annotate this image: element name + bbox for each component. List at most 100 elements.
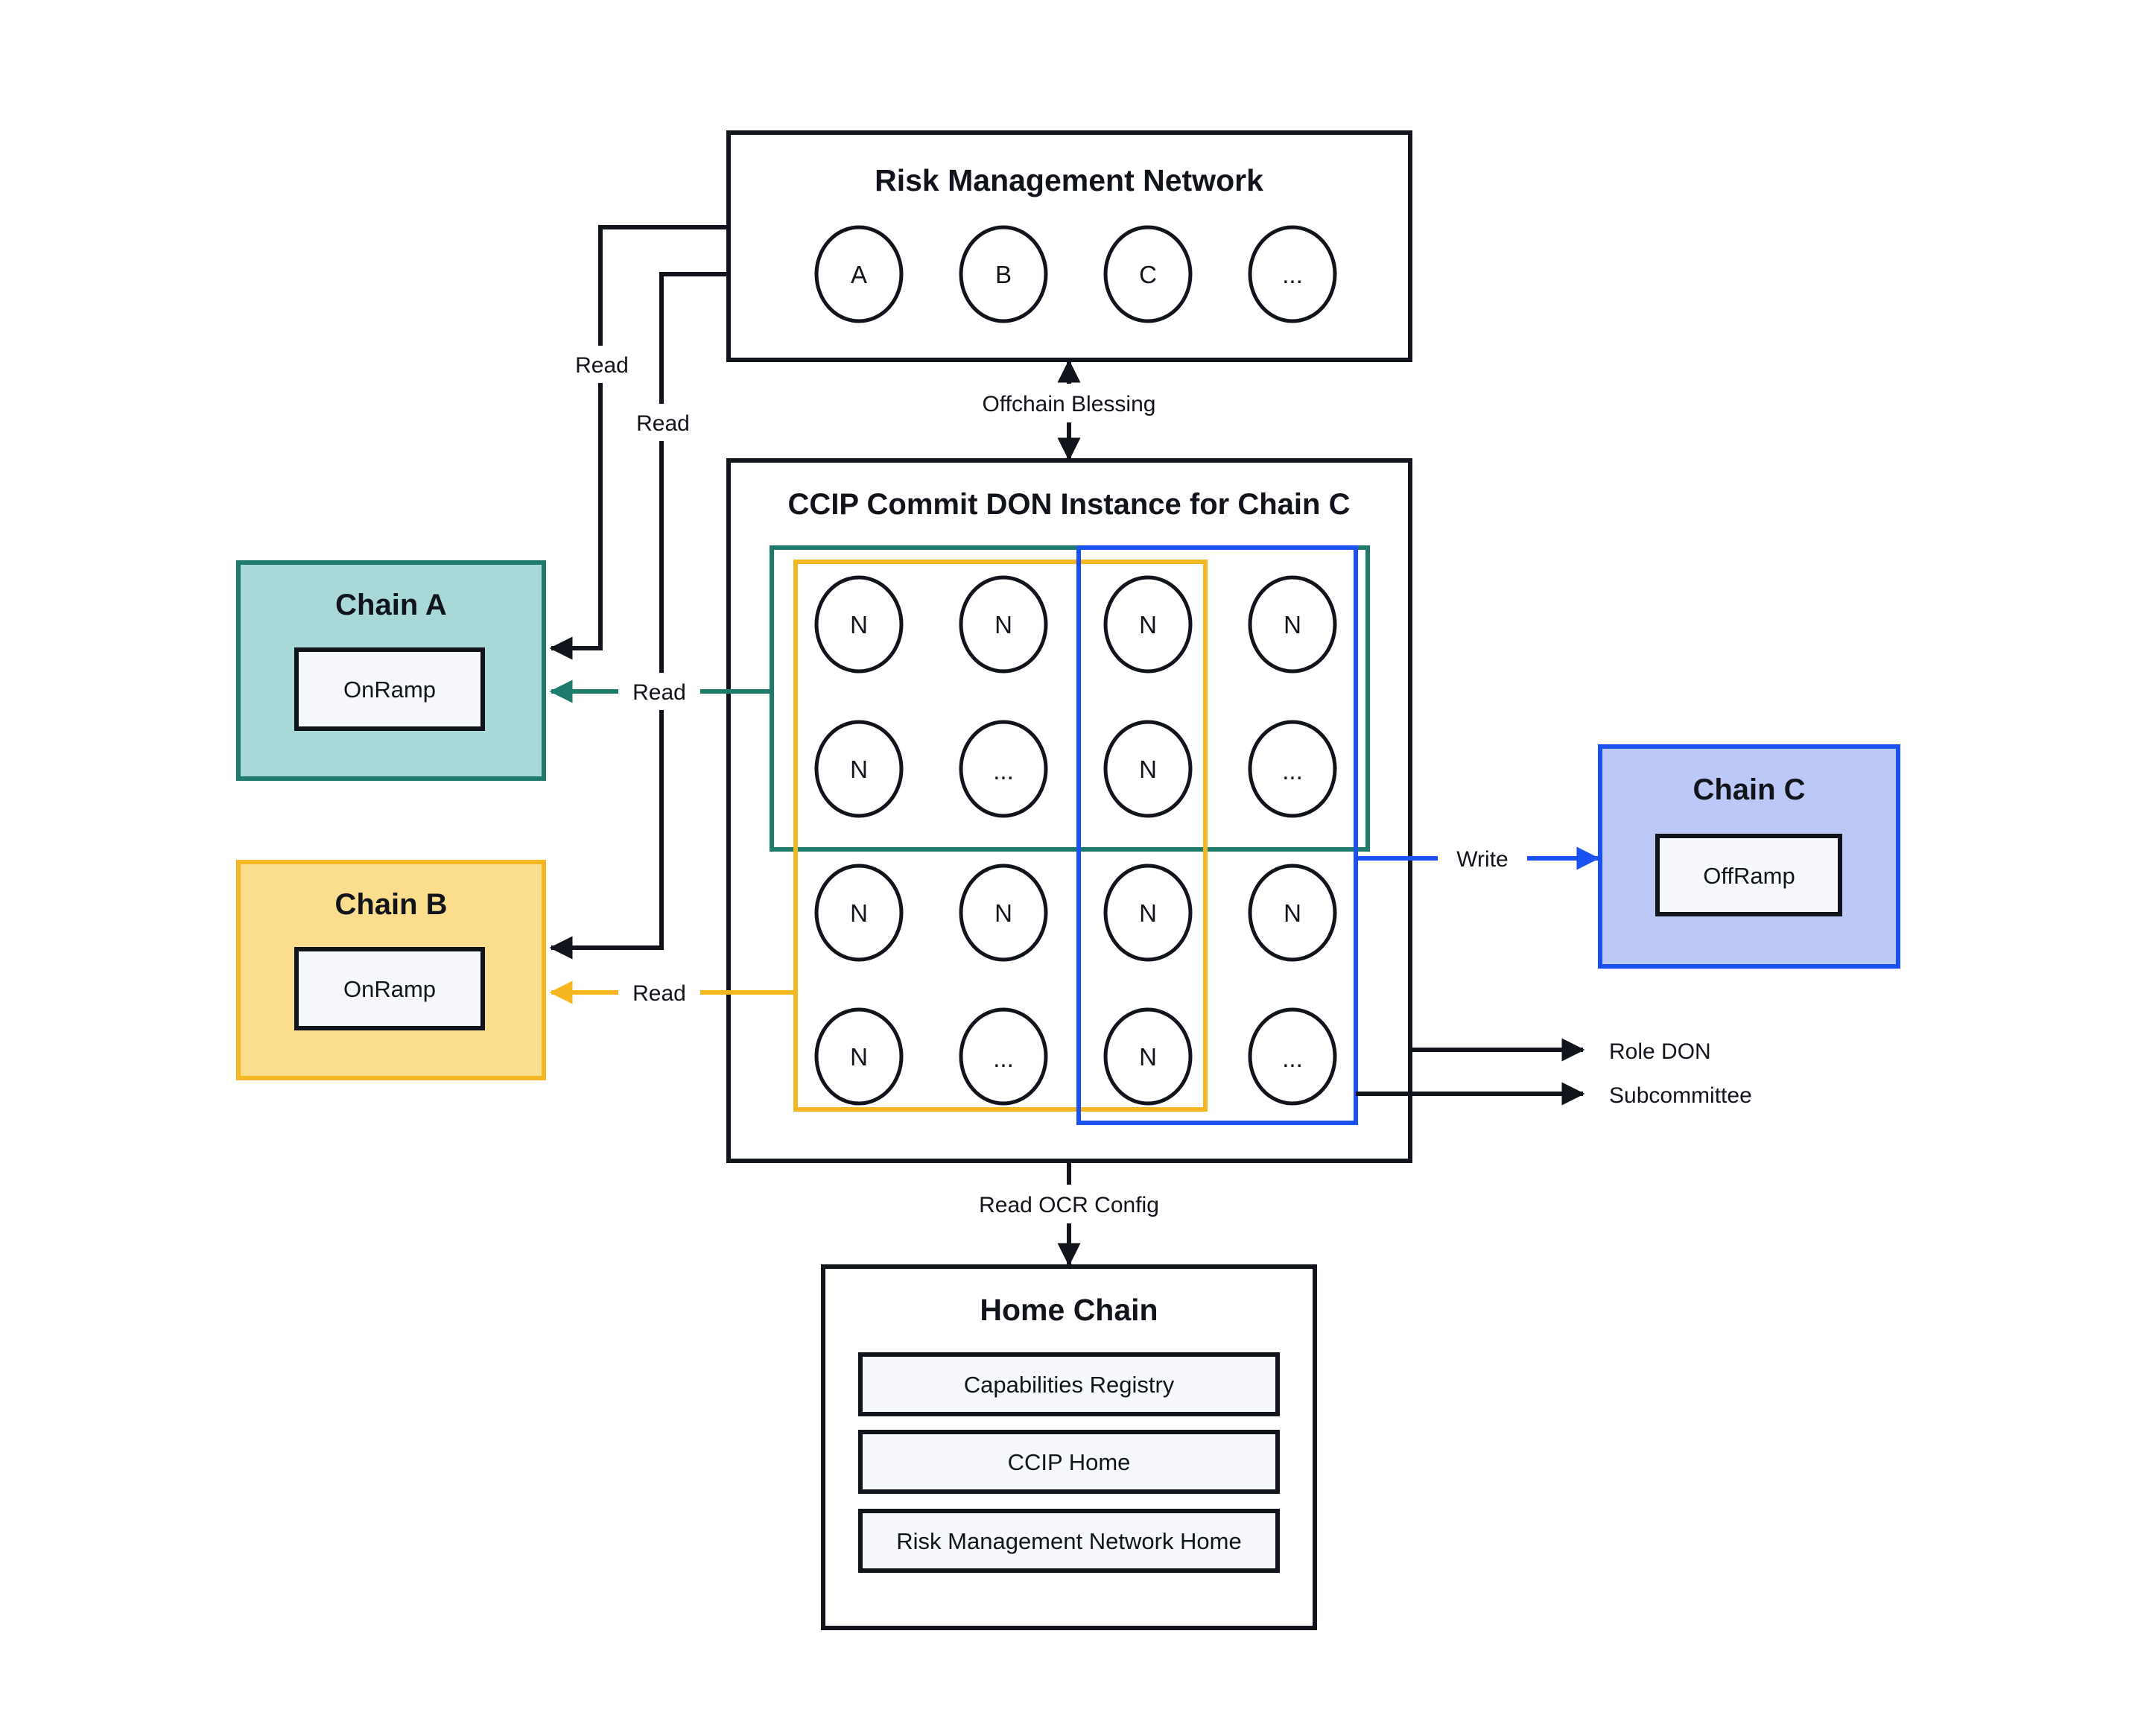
don-write-chain-c-label-bg bbox=[1438, 840, 1527, 877]
don-node-r3c2[interactable]: N bbox=[959, 864, 1048, 962]
don-node-r1c2-label: N bbox=[994, 611, 1012, 639]
capabilities-registry-frame bbox=[858, 1352, 1280, 1416]
chain-c-title: Chain C bbox=[1693, 773, 1805, 806]
don-node-r3c3-circle bbox=[1103, 864, 1193, 962]
commit-don-box[interactable]: CCIP Commit DON Instance for Chain C N N… bbox=[726, 458, 1412, 1163]
don-node-r2c1[interactable]: N bbox=[814, 720, 904, 818]
read-ocr-config-label: Read OCR Config bbox=[979, 1193, 1159, 1217]
don-node-r1c4[interactable]: N bbox=[1248, 575, 1337, 674]
offchain-blessing-label: Offchain Blessing bbox=[983, 392, 1156, 416]
role-don-label: Role DON bbox=[1609, 1039, 1711, 1064]
chain-c-offramp-label: OffRamp bbox=[1703, 863, 1795, 889]
rmn-node-a-label: A bbox=[851, 261, 867, 288]
don-node-r4c3-label: N bbox=[1139, 1043, 1157, 1071]
edge-don-read-chain-b[interactable]: Read bbox=[549, 974, 796, 1011]
rmn-node-b-circle bbox=[959, 225, 1048, 323]
chain-c-box[interactable]: Chain C OffRamp bbox=[1598, 744, 1900, 969]
chain-c-offramp-frame[interactable] bbox=[1655, 834, 1842, 916]
rmn-read-chain-b-path bbox=[549, 272, 729, 960]
edge-don-read-chain-a[interactable]: Read bbox=[549, 673, 772, 710]
rmn-node-more-circle bbox=[1248, 225, 1337, 323]
don-node-r4c2[interactable]: ... bbox=[959, 1007, 1048, 1106]
chain-a-frame bbox=[236, 560, 546, 781]
home-chain-title: Home Chain bbox=[980, 1293, 1158, 1327]
don-node-r2c4-label: ... bbox=[1282, 757, 1303, 785]
rmn-node-c[interactable]: C bbox=[1103, 225, 1193, 323]
don-node-r1c2[interactable]: N bbox=[959, 575, 1048, 674]
don-node-r3c1-circle bbox=[814, 864, 904, 962]
don-node-r1c4-label: N bbox=[1284, 611, 1301, 639]
edge-rmn-read-chain-a[interactable]: Read bbox=[549, 225, 729, 660]
don-node-r4c4-label: ... bbox=[1282, 1045, 1303, 1072]
rmn-node-c-circle bbox=[1103, 225, 1193, 323]
rmn-node-b[interactable]: B bbox=[959, 225, 1048, 323]
edge-subcommittee-legend[interactable]: Subcommittee bbox=[1356, 1082, 1752, 1108]
commit-don-title: CCIP Commit DON Instance for Chain C bbox=[788, 488, 1351, 521]
don-node-r4c4-circle bbox=[1248, 1007, 1337, 1106]
don-node-r2c1-circle bbox=[814, 720, 904, 818]
don-node-r2c3-label: N bbox=[1139, 755, 1157, 783]
don-node-r1c3[interactable]: N bbox=[1103, 575, 1193, 674]
don-node-r4c2-label: ... bbox=[993, 1045, 1014, 1072]
don-node-r2c4-circle bbox=[1248, 720, 1337, 818]
don-node-r1c2-circle bbox=[959, 575, 1048, 674]
blue-subcommittee-group-rect[interactable] bbox=[1076, 545, 1358, 1125]
chain-a-onramp-frame[interactable] bbox=[294, 647, 485, 731]
teal-role-don-group-rect[interactable] bbox=[770, 545, 1370, 852]
don-read-chain-b-label-bg bbox=[618, 974, 700, 1011]
don-node-r1c4-circle bbox=[1248, 575, 1337, 674]
chain-b-onramp-frame[interactable] bbox=[294, 947, 485, 1030]
yellow-role-don-group-rect[interactable] bbox=[793, 560, 1208, 1112]
edge-don-write-chain-c[interactable]: Write bbox=[1356, 840, 1600, 877]
edge-rmn-read-chain-b[interactable]: Read bbox=[549, 272, 729, 960]
edge-offchain-blessing[interactable]: Offchain Blessing bbox=[961, 359, 1181, 461]
don-node-r1c1[interactable]: N bbox=[814, 575, 904, 674]
ccip-home-label: CCIP Home bbox=[1008, 1449, 1131, 1475]
don-node-r3c4[interactable]: N bbox=[1248, 864, 1337, 962]
don-node-r1c1-circle bbox=[814, 575, 904, 674]
don-node-r2c3-circle bbox=[1103, 720, 1193, 818]
chain-b-title: Chain B bbox=[334, 888, 447, 921]
rmn-node-c-label: C bbox=[1139, 261, 1157, 288]
risk-management-network-box[interactable]: Risk Management Network A B C ... bbox=[726, 130, 1412, 362]
don-node-r1c1-label: N bbox=[850, 611, 868, 639]
don-node-r3c2-circle bbox=[959, 864, 1048, 962]
don-node-r4c3[interactable]: N bbox=[1103, 1007, 1193, 1106]
don-read-chain-a-label-bg bbox=[618, 673, 700, 710]
chain-a-box[interactable]: Chain A OnRamp bbox=[236, 560, 546, 781]
don-node-r4c3-circle bbox=[1103, 1007, 1193, 1106]
home-chain-contract-capabilities-registry[interactable]: Capabilities Registry bbox=[858, 1352, 1280, 1416]
don-node-r4c2-circle bbox=[959, 1007, 1048, 1106]
don-node-r2c2-label: ... bbox=[993, 757, 1014, 785]
rmn-home-frame bbox=[858, 1509, 1280, 1573]
chain-a-onramp-label: OnRamp bbox=[343, 677, 436, 703]
chain-b-box[interactable]: Chain B OnRamp bbox=[236, 860, 546, 1080]
don-node-r3c3[interactable]: N bbox=[1103, 864, 1193, 962]
home-chain-contract-ccip-home[interactable]: CCIP Home bbox=[858, 1430, 1280, 1494]
rmn-node-more[interactable]: ... bbox=[1248, 225, 1337, 323]
offchain-blessing-label-bg bbox=[961, 384, 1181, 422]
ccip-home-frame bbox=[858, 1430, 1280, 1494]
don-node-r2c4[interactable]: ... bbox=[1248, 720, 1337, 818]
rmn-node-more-label: ... bbox=[1282, 261, 1303, 288]
rmn-home-label: Risk Management Network Home bbox=[896, 1528, 1241, 1554]
rmn-read-chain-a-label: Read bbox=[575, 353, 629, 378]
don-node-r2c3[interactable]: N bbox=[1103, 720, 1193, 818]
don-node-r3c1[interactable]: N bbox=[814, 864, 904, 962]
home-chain-contract-rmn-home[interactable]: Risk Management Network Home bbox=[858, 1509, 1280, 1573]
edge-read-ocr-config[interactable]: Read OCR Config bbox=[961, 1161, 1181, 1267]
rmn-read-chain-b-label-bg bbox=[626, 404, 700, 441]
rmn-read-chain-a-label-bg bbox=[566, 346, 641, 383]
don-node-r2c2[interactable]: ... bbox=[959, 720, 1048, 818]
edge-role-don-legend[interactable]: Role DON bbox=[1410, 1038, 1711, 1064]
rmn-title: Risk Management Network bbox=[875, 163, 1263, 197]
home-chain-box[interactable]: Home Chain Capabilities Registry CCIP Ho… bbox=[821, 1264, 1317, 1630]
don-node-r4c4[interactable]: ... bbox=[1248, 1007, 1337, 1106]
don-node-r4c1[interactable]: N bbox=[814, 1007, 904, 1106]
rmn-node-a[interactable]: A bbox=[814, 225, 904, 323]
rmn-read-chain-a-path bbox=[549, 225, 729, 660]
don-node-r2c1-label: N bbox=[850, 755, 868, 783]
rmn-node-b-label: B bbox=[995, 261, 1012, 288]
